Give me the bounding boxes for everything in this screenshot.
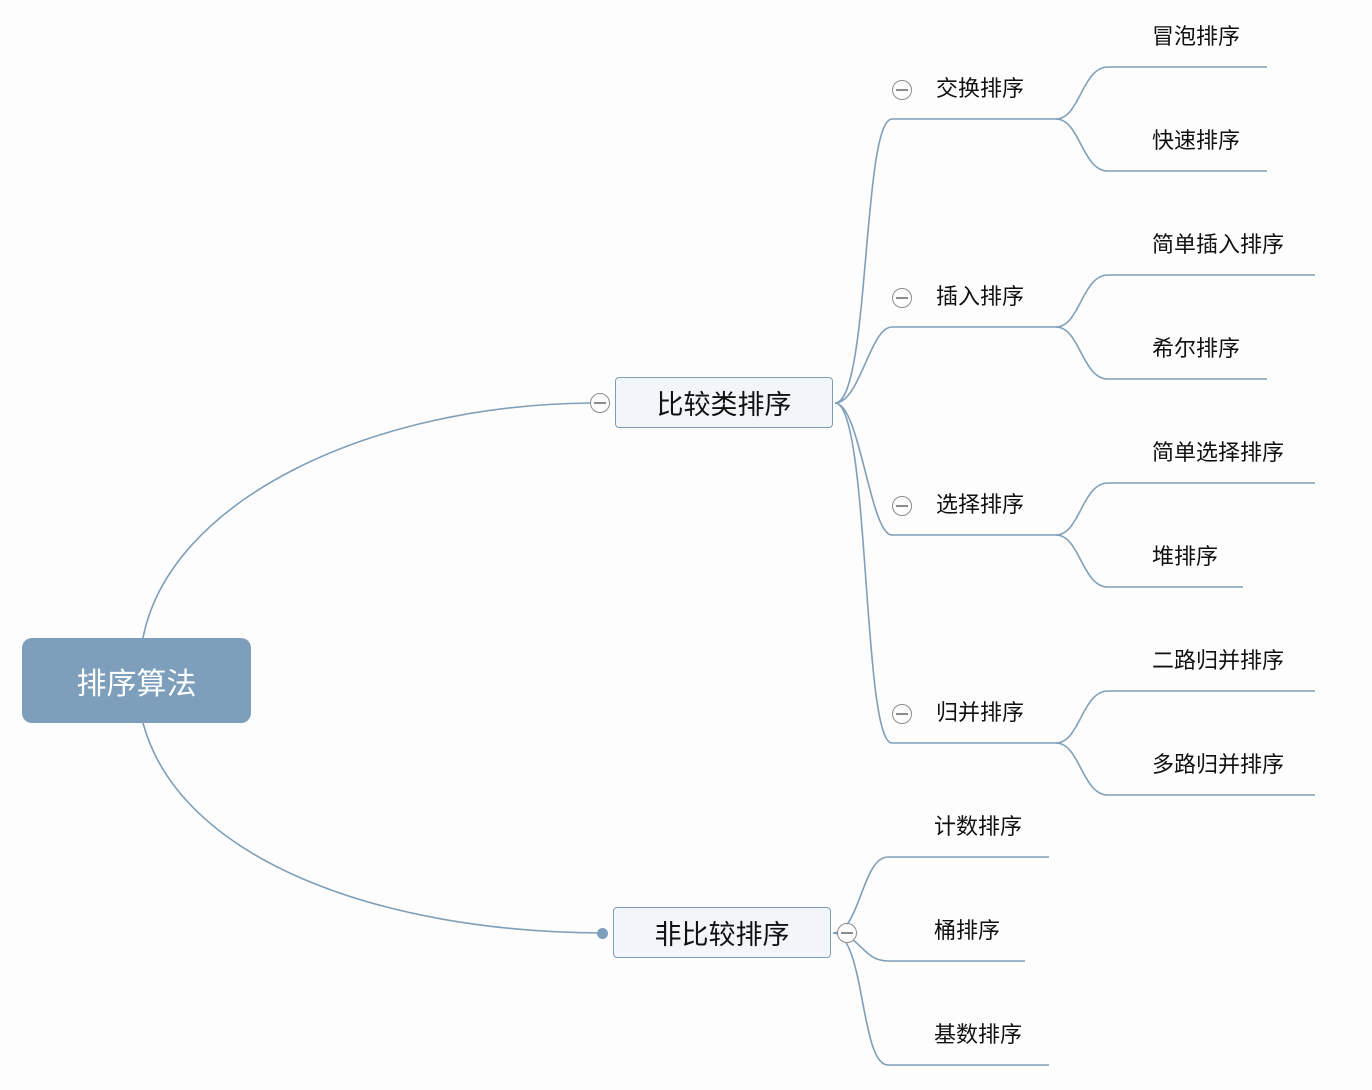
link-insert-simple [1055,274,1315,328]
subtopic-exchange[interactable]: 交换排序 [936,77,1025,102]
collapse-toggle-merge[interactable] [892,704,912,724]
leaf-counting-sort[interactable]: 计数排序 [934,815,1023,840]
collapse-toggle-noncompare[interactable] [837,923,857,943]
collapsed-dot-icon[interactable] [597,928,608,939]
subtopic-insert[interactable]: 插入排序 [936,285,1025,310]
link-root-compare [142,402,591,639]
subtopic-select[interactable]: 选择排序 [936,493,1025,518]
leaf-two-way-merge-sort[interactable]: 二路归并排序 [1152,649,1285,674]
link-compare-insert [834,326,1056,404]
main-topic-label: 比较类排序 [656,390,792,421]
leaf-simple-insert-sort[interactable]: 简单插入排序 [1152,233,1285,258]
leaf-bucket-sort[interactable]: 桶排序 [934,919,1001,944]
collapse-toggle-insert[interactable] [892,288,912,308]
link-select-heap [1055,534,1243,588]
collapse-toggle-exchange[interactable] [892,80,912,100]
root-topic-label: 排序算法 [76,666,197,702]
link-root-noncompare [142,722,603,934]
link-merge-two [1055,690,1315,744]
link-select-simple [1055,482,1315,536]
root-topic[interactable]: 排序算法 [22,638,251,723]
collapse-toggle-select[interactable] [892,496,912,516]
main-topic-noncompare[interactable]: 非比较排序 [613,907,831,958]
main-topic-label: 非比较排序 [654,920,790,951]
collapse-toggle-compare[interactable] [590,393,610,413]
link-compare-select [834,402,1056,536]
link-compare-exchange [834,118,1056,404]
main-topic-compare[interactable]: 比较类排序 [615,377,833,428]
leaf-simple-select-sort[interactable]: 简单选择排序 [1152,441,1285,466]
subtopic-merge[interactable]: 归并排序 [936,701,1025,726]
link-exchange-bubble [1055,66,1267,120]
link-insert-shell [1055,326,1267,380]
leaf-shell-sort[interactable]: 希尔排序 [1152,337,1241,362]
link-merge-multi [1055,742,1315,796]
link-compare-merge [834,402,1056,744]
leaf-quick-sort[interactable]: 快速排序 [1152,129,1241,154]
link-exchange-quick [1055,118,1267,172]
leaf-multi-way-merge-sort[interactable]: 多路归并排序 [1152,753,1285,778]
leaf-bubble-sort[interactable]: 冒泡排序 [1152,25,1241,50]
leaf-radix-sort[interactable]: 基数排序 [934,1023,1023,1048]
leaf-heap-sort[interactable]: 堆排序 [1152,545,1219,570]
